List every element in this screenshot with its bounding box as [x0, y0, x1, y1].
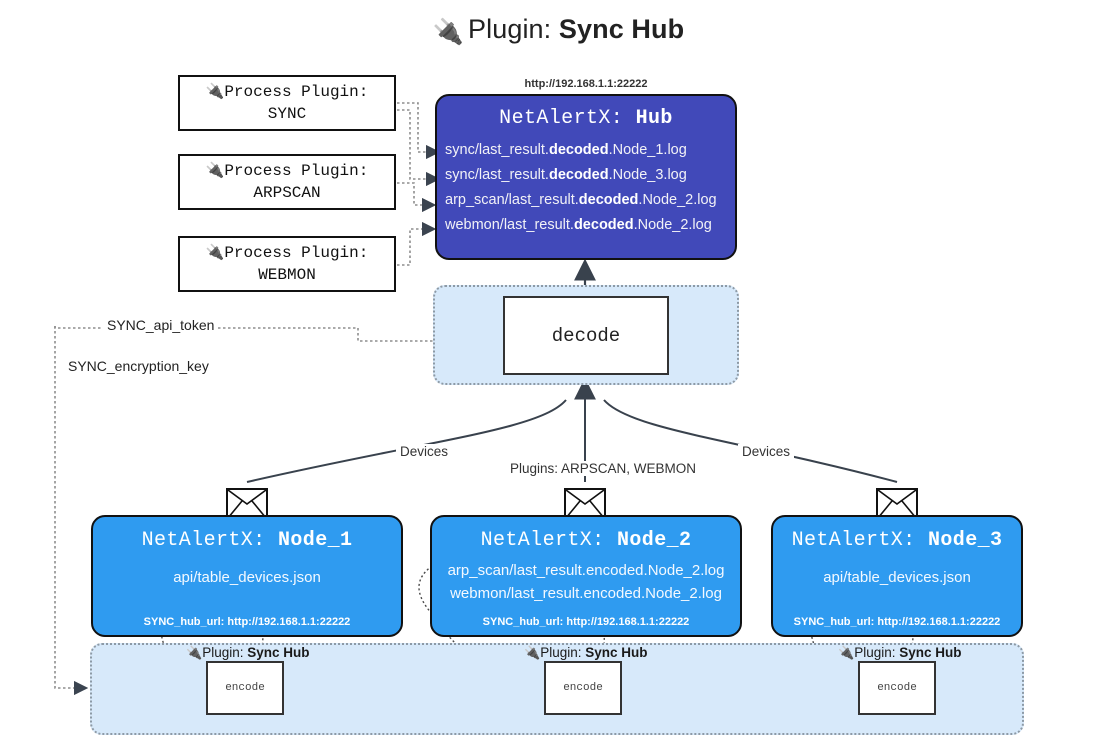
electric-plug-icon: 🔌	[524, 645, 541, 660]
hub-log-line: arp_scan/last_result.decoded.Node_2.log	[445, 191, 717, 208]
process-plugin-name: WEBMON	[258, 265, 316, 284]
secret-label-api-token: SYNC_api_token	[103, 317, 219, 333]
electric-plug-icon: 🔌	[205, 163, 225, 180]
encode-box-3[interactable]: encode	[858, 661, 936, 715]
process-plugin-name: SYNC	[267, 104, 307, 123]
node-line: api/table_devices.json	[823, 569, 971, 586]
node-line: api/table_devices.json	[173, 569, 321, 586]
encode-box-1[interactable]: encode	[206, 661, 284, 715]
hub-url-label: http://192.168.1.1:22222	[524, 78, 648, 90]
process-plugin-label: Process Plugin:	[224, 83, 369, 101]
electric-plug-icon: 🔌	[432, 18, 465, 46]
envelope-icon	[876, 488, 918, 520]
node-title: NetAlertX: Node_1	[141, 529, 353, 552]
process-plugin-webmon[interactable]: 🔌Process Plugin: WEBMON	[178, 236, 396, 292]
hub-title-name: Hub	[635, 107, 673, 130]
hub-title: NetAlertX: Hub	[437, 107, 735, 130]
hub-log-line: webmon/last_result.decoded.Node_2.log	[445, 216, 712, 233]
band-plugin-label-3: 🔌Plugin: Sync Hub	[838, 645, 962, 660]
electric-plug-icon: 🔌	[838, 645, 855, 660]
electric-plug-icon: 🔌	[205, 245, 225, 262]
wire-arpscan-to-hub	[397, 182, 437, 213]
hub-node[interactable]: NetAlertX: Hub sync/last_result.decoded.…	[435, 94, 737, 260]
wire-webmon-to-hub	[397, 221, 437, 266]
edge-label-devices-left: Devices	[396, 444, 453, 459]
band-plugin-label-1: 🔌Plugin: Sync Hub	[186, 645, 310, 660]
wire-sync-to-hub-2	[397, 109, 441, 187]
electric-plug-icon: 🔌	[186, 645, 203, 660]
process-plugin-name: ARPSCAN	[253, 183, 321, 202]
wire-enckey-to-band	[54, 326, 89, 696]
page-title: 🔌Plugin: Sync Hub	[0, 14, 1117, 46]
envelope-icon	[226, 488, 268, 520]
node-line: webmon/last_result.encoded.Node_2.log	[450, 585, 722, 603]
page-title-prefix: Plugin:	[468, 14, 552, 44]
secret-label-encryption-key: SYNC_encryption_key	[64, 358, 213, 374]
node-hub-url: SYNC_hub_url: http://192.168.1.1:22222	[793, 616, 1001, 628]
edge-label-devices-right: Devices	[738, 444, 795, 459]
node-title: NetAlertX: Node_3	[791, 529, 1003, 552]
process-plugin-label: Process Plugin:	[224, 244, 369, 262]
process-plugin-sync[interactable]: 🔌Process Plugin: SYNC	[178, 75, 396, 131]
decode-box[interactable]: decode	[503, 296, 669, 375]
hub-log-line: sync/last_result.decoded.Node_3.log	[445, 166, 687, 183]
node-line: arp_scan/last_result.encoded.Node_2.log	[447, 562, 725, 579]
node-hub-url: SYNC_hub_url: http://192.168.1.1:22222	[143, 616, 351, 628]
encode-box-2[interactable]: encode	[544, 661, 622, 715]
node-title: NetAlertX: Node_2	[480, 529, 692, 552]
hub-log-line: sync/last_result.decoded.Node_1.log	[445, 142, 687, 158]
page-title-name: Sync Hub	[558, 14, 685, 44]
node-2[interactable]: NetAlertX: Node_2 arp_scan/last_result.e…	[430, 515, 742, 637]
band-plugin-label-2: 🔌Plugin: Sync Hub	[524, 645, 648, 660]
node-hub-url: SYNC_hub_url: http://192.168.1.1:22222	[482, 616, 690, 628]
node-3[interactable]: NetAlertX: Node_3 api/table_devices.json…	[771, 515, 1023, 637]
node-1[interactable]: NetAlertX: Node_1 api/table_devices.json…	[91, 515, 403, 637]
process-plugin-arpscan[interactable]: 🔌Process Plugin: ARPSCAN	[178, 154, 396, 210]
electric-plug-icon: 🔌	[205, 84, 225, 101]
process-plugin-label: Process Plugin:	[224, 162, 369, 180]
edge-label-plugins: Plugins: ARPSCAN, WEBMON	[506, 461, 701, 476]
hub-title-prefix: NetAlertX:	[499, 107, 624, 130]
wire-sync-to-hub	[397, 102, 441, 160]
